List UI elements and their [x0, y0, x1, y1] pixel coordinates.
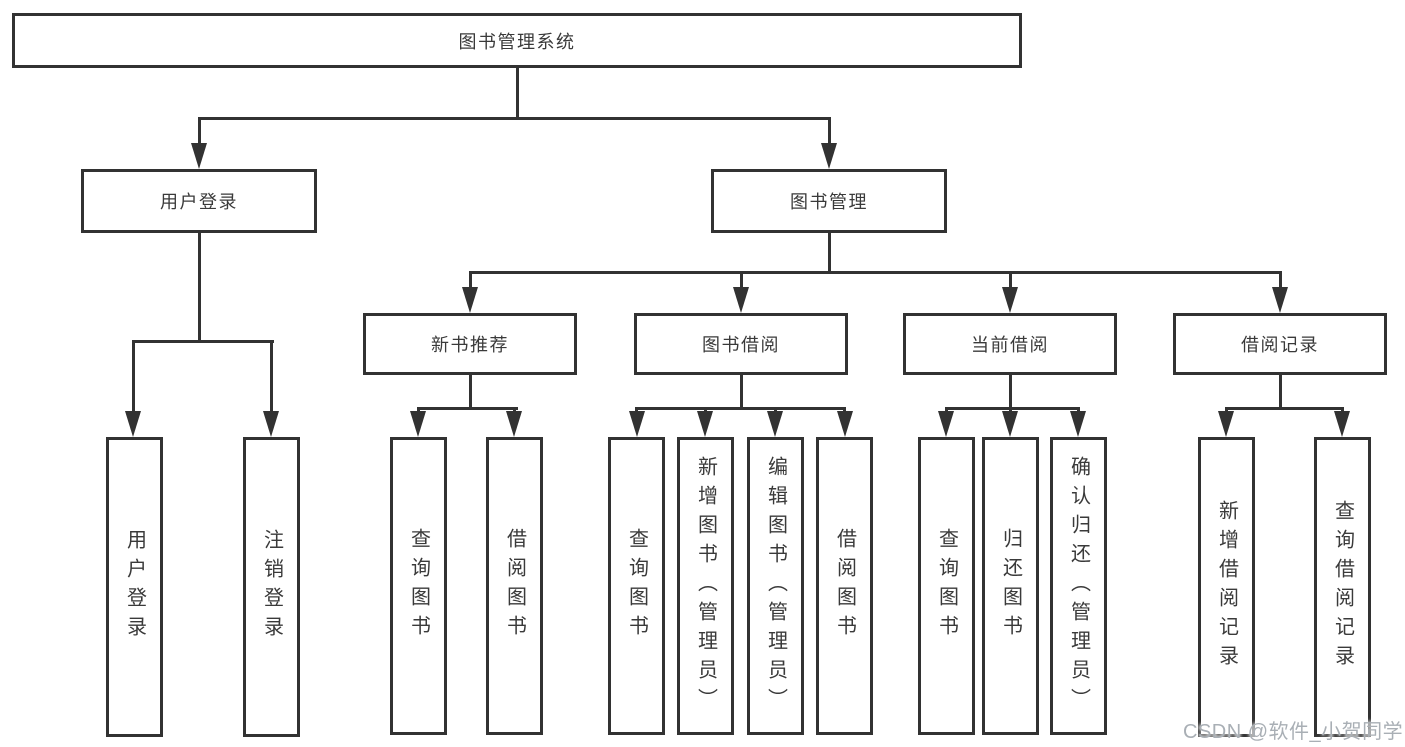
leaf-bb-edit-books-admin: 编辑图书（管理员） — [747, 437, 804, 735]
connector-vline — [739, 271, 743, 291]
connector-hline — [131, 340, 274, 343]
connector-vline — [1278, 271, 1282, 291]
connector-arrowhead — [263, 411, 279, 437]
leaf-label: 新增借阅记录 — [1215, 500, 1238, 674]
leaf-label: 确认归还（管理员） — [1067, 455, 1090, 717]
leaf-label: 借阅图书 — [833, 528, 856, 644]
connector-arrowhead — [125, 411, 141, 437]
node-book-management: 图书管理 — [711, 169, 947, 233]
connector-arrowhead — [628, 411, 645, 437]
connector-vline — [269, 340, 273, 415]
connector-vline — [827, 117, 831, 147]
connector-arrowhead — [836, 411, 853, 437]
leaf-cb-return-books: 归还图书 — [982, 437, 1039, 735]
node-label: 图书管理系统 — [458, 31, 576, 52]
leaf-bb-query-books: 查询图书 — [608, 437, 665, 735]
node-label: 借阅记录 — [1241, 335, 1319, 355]
connector-arrowhead — [506, 411, 522, 437]
node-user-login: 用户登录 — [81, 169, 317, 233]
connector-vline — [468, 375, 472, 410]
leaf-label: 借阅图书 — [503, 528, 526, 644]
leaf-bb-add-books-admin: 新增图书（管理员） — [677, 437, 734, 735]
node-label: 图书管理 — [790, 192, 868, 212]
connector-arrowhead — [1002, 287, 1018, 313]
connector-vline — [1008, 271, 1012, 291]
leaf-nbr-query-books: 查询图书 — [390, 437, 447, 735]
connector-arrowhead — [1002, 411, 1018, 437]
leaf-nbr-borrow-books: 借阅图书 — [486, 437, 543, 735]
node-label: 图书借阅 — [702, 335, 780, 355]
connector-vline — [515, 68, 519, 120]
leaf-label: 归还图书 — [999, 528, 1022, 644]
connector-arrowhead — [1218, 411, 1234, 437]
leaf-label: 注销登录 — [260, 529, 283, 645]
connector-vline — [827, 233, 831, 274]
leaf-bb-borrow-books: 借阅图书 — [816, 437, 873, 735]
node-library-management-system: 图书管理系统 — [12, 13, 1022, 68]
connector-arrowhead — [191, 143, 207, 169]
connector-arrowhead — [821, 143, 837, 169]
leaf-logout: 注销登录 — [243, 437, 300, 737]
leaf-cb-query-books: 查询图书 — [918, 437, 975, 735]
connector-vline — [197, 233, 201, 343]
leaf-label: 查询图书 — [935, 528, 958, 644]
connector-arrowhead — [1070, 411, 1086, 437]
connector-vline — [1278, 375, 1282, 410]
connector-arrowhead — [697, 411, 713, 437]
connector-arrowhead — [462, 287, 478, 313]
node-borrowing-records: 借阅记录 — [1173, 313, 1387, 375]
leaf-label: 新增图书（管理员） — [694, 455, 717, 717]
leaf-label: 查询图书 — [625, 528, 648, 644]
node-label: 当前借阅 — [971, 335, 1049, 355]
leaf-br-query-record: 查询借阅记录 — [1314, 437, 1371, 737]
leaf-label: 查询图书 — [407, 528, 430, 644]
leaf-label: 查询借阅记录 — [1331, 500, 1354, 674]
connector-arrowhead — [733, 287, 749, 313]
connector-hline — [197, 117, 831, 120]
connector-arrowhead — [938, 411, 954, 437]
connector-hline — [944, 407, 1080, 410]
node-label: 用户登录 — [160, 192, 238, 212]
connector-hline — [1224, 407, 1343, 410]
connector-arrowhead — [767, 411, 783, 437]
connector-hline — [416, 407, 518, 410]
node-label: 新书推荐 — [431, 335, 509, 355]
connector-vline — [739, 375, 743, 410]
connector-hline — [635, 407, 846, 410]
leaf-cb-confirm-return-admin: 确认归还（管理员） — [1050, 437, 1107, 735]
connector-arrowhead — [1334, 411, 1350, 437]
connector-vline — [1008, 375, 1012, 410]
csdn-watermark: CSDN @软件_小贺同学 — [1183, 721, 1404, 743]
connector-hline — [468, 271, 1282, 274]
leaf-label: 用户登录 — [123, 529, 146, 645]
node-current-borrowing: 当前借阅 — [903, 313, 1117, 375]
connector-vline — [468, 271, 472, 291]
connector-vline — [131, 340, 135, 415]
node-new-book-recommend: 新书推荐 — [363, 313, 577, 375]
connector-arrowhead — [410, 411, 426, 437]
node-book-borrowing: 图书借阅 — [634, 313, 848, 375]
connector-arrowhead — [1272, 287, 1288, 313]
leaf-br-add-record: 新增借阅记录 — [1198, 437, 1255, 737]
leaf-label: 编辑图书（管理员） — [764, 455, 787, 717]
connector-vline — [197, 117, 201, 147]
leaf-user-login: 用户登录 — [106, 437, 163, 737]
